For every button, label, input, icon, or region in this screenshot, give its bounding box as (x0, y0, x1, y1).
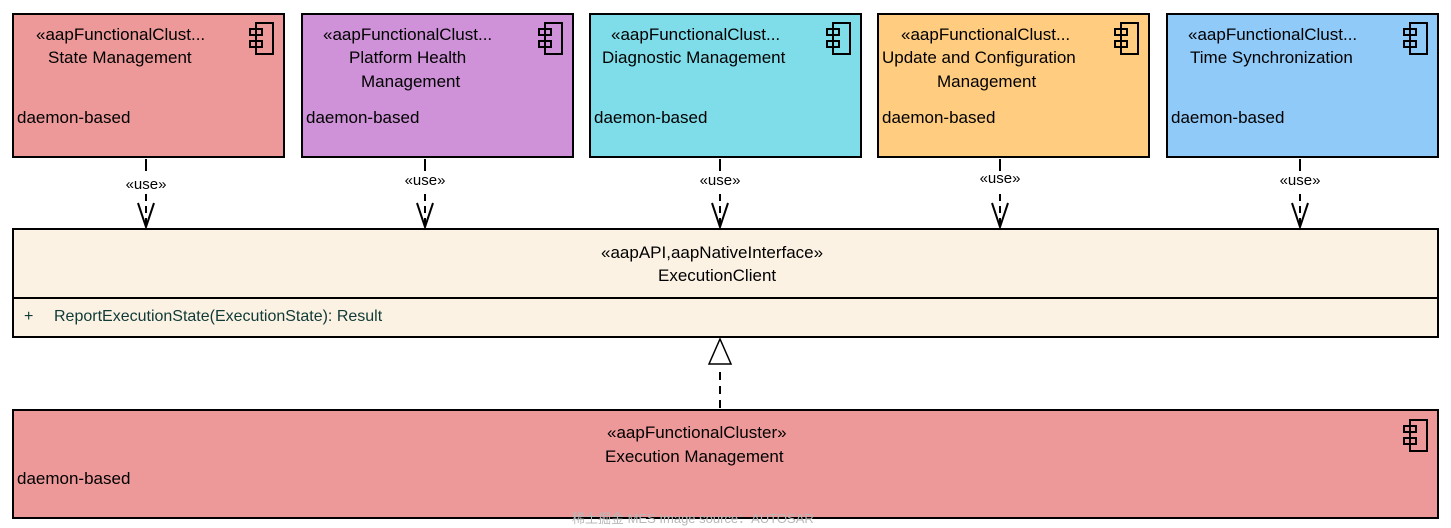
cluster-stereotype: «aapFunctionalClust... (901, 25, 1071, 44)
component-icon (1403, 22, 1428, 55)
use-label: «use» (699, 172, 741, 189)
cluster-stereotype: «aapFunctionalClust... (323, 25, 493, 44)
cluster-note: daemon-based (17, 108, 131, 127)
cluster-name: Time Synchronization (1190, 48, 1353, 67)
cluster-name-line2: Management (937, 72, 1037, 91)
execution-management-cluster[interactable]: «aapFunctionalCluster» Execution Managem… (12, 409, 1439, 519)
use-arrowhead (416, 202, 434, 231)
use-arrowhead (711, 202, 729, 231)
use-dependency-arrows (137, 159, 1309, 231)
cluster-note: daemon-based (17, 469, 131, 488)
cluster-stereotype: «aapFunctionalClust... (1188, 25, 1358, 44)
interface-operation[interactable]: + ReportExecutionState(ExecutionState): R… (24, 306, 382, 328)
use-label: «use» (125, 176, 167, 193)
execution-client-interface[interactable]: «aapAPI,aapNativeInterface» ExecutionCli… (12, 228, 1439, 338)
cluster-note: daemon-based (594, 108, 708, 127)
cluster-name: Diagnostic Management (602, 48, 786, 67)
cluster-time-synchronization[interactable]: «aapFunctionalClust... Time Synchronizat… (1166, 13, 1439, 158)
cluster-stereotype: «aapFunctionalCluster» (607, 423, 787, 442)
use-label: «use» (404, 172, 446, 189)
cluster-note: daemon-based (306, 108, 420, 127)
operation-visibility: + (24, 308, 34, 325)
cluster-note: daemon-based (1171, 108, 1285, 127)
cluster-name-line2: Management (361, 72, 461, 91)
cluster-platform-health-management[interactable]: «aapFunctionalClust... Platform Health M… (301, 13, 574, 158)
interface-name: ExecutionClient (658, 266, 777, 285)
use-arrowhead (1291, 202, 1309, 231)
cluster-name-line1: Update and Configuration (882, 48, 1076, 67)
realization-arrow (707, 337, 733, 408)
interface-stereotype: «aapAPI,aapNativeInterface» (601, 243, 824, 262)
cluster-name: Execution Management (605, 447, 784, 466)
watermark: 稀土掘金 MES Image source：AUTOSAR (572, 511, 814, 526)
cluster-name-line1: Platform Health (349, 48, 467, 67)
component-icon (826, 22, 851, 55)
cluster-state-management[interactable]: «aapFunctionalClust... State Management … (12, 13, 285, 158)
use-label: «use» (979, 170, 1021, 187)
cluster-stereotype: «aapFunctionalClust... (611, 25, 781, 44)
use-arrowhead (991, 202, 1009, 231)
component-icon (1114, 22, 1139, 55)
interface-divider (14, 297, 1437, 299)
cluster-name: State Management (48, 48, 192, 67)
operation-signature: ReportExecutionState(ExecutionState): Re… (54, 308, 383, 325)
component-icon (538, 22, 563, 55)
use-arrowhead (137, 202, 155, 231)
cluster-note: daemon-based (882, 108, 996, 127)
cluster-stereotype: «aapFunctionalClust... (36, 25, 206, 44)
use-label: «use» (1279, 172, 1321, 189)
cluster-update-and-configuration-management[interactable]: «aapFunctionalClust... Update and Config… (877, 13, 1150, 158)
component-icon (1403, 419, 1428, 452)
component-icon (249, 22, 274, 55)
cluster-diagnostic-management[interactable]: «aapFunctionalClust... Diagnostic Manage… (589, 13, 862, 158)
